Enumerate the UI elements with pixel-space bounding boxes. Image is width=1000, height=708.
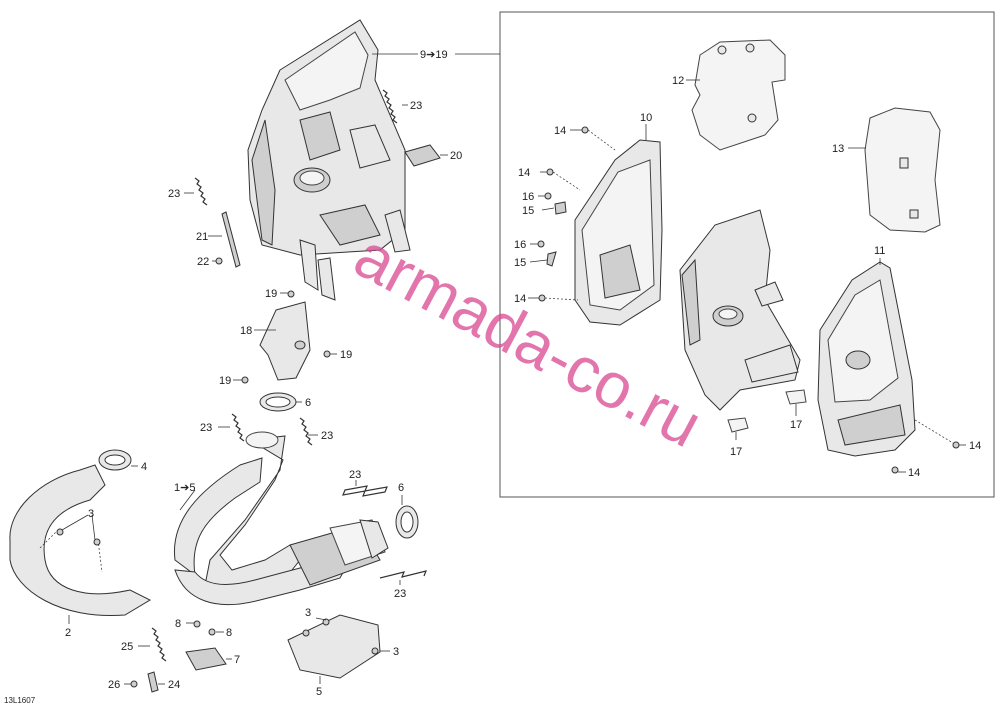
label-5: 5	[316, 686, 322, 698]
spring-23-mid-left	[218, 413, 245, 442]
part-15-16-hardware	[529, 192, 567, 267]
muffler-assembly	[247, 19, 411, 301]
label-23: 23	[394, 588, 406, 600]
label-2: 2	[65, 627, 71, 639]
part-19-fasteners	[233, 290, 337, 384]
part-3-screws-left	[61, 514, 96, 541]
label-16: 16	[514, 239, 526, 251]
label-19: 19	[265, 288, 277, 300]
inset-muffler-core	[679, 209, 801, 411]
label-24: 24	[168, 679, 180, 691]
label-23: 23	[168, 188, 180, 200]
part-2-heat-shield	[9, 464, 152, 624]
label-11: 11	[874, 245, 885, 257]
spring-23-top	[382, 89, 408, 124]
part-14-fasteners	[528, 126, 966, 474]
spring-23-mid-right	[299, 417, 318, 446]
part-6-seal-ring-2	[395, 495, 419, 539]
part-6-seal-ring	[259, 392, 302, 412]
label-14: 14	[908, 467, 920, 479]
part-24-clip	[147, 671, 165, 693]
part-7-bracket	[185, 647, 232, 671]
label-25: 25	[121, 641, 133, 653]
part-8-bolts	[186, 620, 224, 636]
label-18: 18	[240, 325, 252, 337]
label-12: 12	[672, 75, 684, 87]
part-4-clamp	[98, 449, 138, 471]
label-6: 6	[305, 397, 311, 409]
label-15: 15	[522, 205, 534, 217]
spring-23-left	[184, 177, 208, 206]
label-23: 23	[410, 100, 422, 112]
spring-23-center	[342, 480, 388, 497]
label-14: 14	[969, 440, 981, 452]
label-4: 4	[141, 461, 147, 473]
label-1-5: 1➔5	[174, 482, 195, 494]
part-13-gasket	[848, 107, 941, 233]
detail-inset-frame	[499, 11, 995, 498]
label-23: 23	[200, 422, 212, 434]
label-8: 8	[175, 618, 181, 630]
label-8: 8	[226, 627, 232, 639]
label-23: 23	[321, 430, 333, 442]
label-21: 21	[196, 231, 208, 243]
label-23: 23	[349, 469, 361, 481]
label-14: 14	[514, 293, 526, 305]
part-22-nut	[212, 257, 223, 265]
label-9-19: 9➔19	[420, 49, 448, 61]
part-21-rod	[208, 211, 241, 268]
label-19: 19	[219, 375, 231, 387]
part-17-clips	[727, 389, 807, 440]
label-3: 3	[88, 508, 94, 520]
spring-25	[138, 627, 167, 662]
label-3: 3	[305, 607, 311, 619]
label-20: 20	[450, 150, 462, 162]
spring-23-low	[379, 570, 427, 585]
part-5-heat-shield	[287, 614, 390, 684]
drawing-code: 13L1607	[4, 696, 36, 705]
label-6: 6	[398, 482, 404, 494]
label-26: 26	[108, 679, 120, 691]
part-26-washer	[124, 680, 138, 688]
label-22: 22	[197, 256, 209, 268]
label-7: 7	[234, 654, 240, 666]
label-10: 10	[640, 112, 652, 124]
part-20-clip	[404, 144, 448, 167]
label-14: 14	[518, 167, 530, 179]
part-10-cover	[574, 124, 663, 326]
part-12-gasket	[686, 39, 786, 151]
label-19: 19	[340, 349, 352, 361]
label-17: 17	[730, 446, 742, 458]
part-11-shell	[817, 258, 916, 457]
label-13: 13	[832, 143, 844, 155]
label-14: 14	[554, 125, 566, 137]
label-16: 16	[522, 191, 534, 203]
exhaust-pipe	[173, 431, 389, 606]
label-3: 3	[393, 646, 399, 658]
label-15: 15	[514, 257, 526, 269]
part-18-bracket	[254, 301, 311, 381]
label-17: 17	[790, 419, 802, 431]
